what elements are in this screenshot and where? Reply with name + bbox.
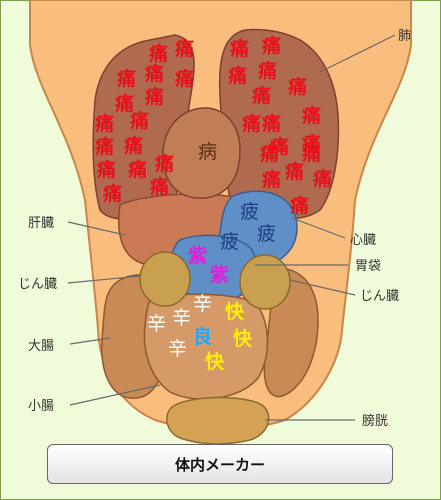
lung-left-char: 痛	[95, 112, 114, 135]
lung-right-char: 痛	[252, 84, 271, 107]
lung-right-char: 痛	[260, 142, 279, 165]
leader-kidney-left	[67, 275, 141, 284]
intestine-char: 良	[193, 325, 212, 348]
lung-left-char: 痛	[95, 135, 114, 158]
lung-right-char: 痛	[242, 112, 261, 135]
label-lung: 肺	[398, 29, 411, 44]
intestine-char: 辛	[168, 338, 187, 360]
lung-right-char: 痛	[302, 132, 321, 155]
lung-right-char: 痛	[262, 34, 281, 57]
lung-left-char: 痛	[145, 62, 164, 85]
lung-right-char: 痛	[288, 75, 307, 98]
lung-left-char: 痛	[145, 85, 164, 108]
intestine-char: 辛	[193, 293, 212, 315]
lung-right-char: 痛	[270, 135, 289, 158]
leader-lung	[319, 34, 396, 73]
lung-right-char: 痛	[258, 59, 277, 82]
heart-char: 疲	[240, 201, 259, 223]
right-kidney	[239, 254, 291, 310]
lung-right-char: 痛	[262, 168, 281, 191]
lung-right-char: 痛	[302, 104, 321, 127]
label-small-intestine: 小腸	[28, 399, 54, 414]
label-liver: 肝臓	[28, 216, 54, 231]
bladder	[166, 396, 270, 445]
stomach-char: 紫	[210, 264, 229, 286]
left-kidney	[139, 251, 191, 307]
intestine-char: 快	[225, 300, 245, 323]
label-kidney-right: じん臓	[360, 289, 399, 304]
lung-right-char: 痛	[230, 37, 249, 60]
lung-right-char: 痛	[313, 167, 332, 190]
heart-char: 疲	[257, 223, 276, 245]
leader-kidney-right	[289, 279, 356, 296]
lung-left-char: 痛	[149, 42, 168, 65]
lung-left-char: 痛	[175, 37, 194, 60]
center-char: 病	[198, 141, 217, 163]
stomach-char: 紫	[188, 245, 207, 267]
lung-left-char: 痛	[150, 175, 169, 198]
leader-liver	[67, 221, 126, 236]
lung-right-char: 痛	[228, 64, 247, 87]
leader-small-intestine	[69, 384, 161, 406]
intestine-char: 快	[233, 327, 253, 350]
lung-left-char: 痛	[155, 152, 174, 175]
label-bladder: 膀胱	[362, 413, 388, 429]
page-title: 体内メーカー	[174, 455, 265, 474]
lung-left-char: 痛	[128, 158, 147, 181]
leader-large-intestine	[69, 337, 111, 345]
label-large-intestine: 大腸	[28, 339, 54, 354]
leader-heart	[291, 217, 346, 239]
intestine-char: 辛	[172, 307, 191, 329]
intestine-char: 辛	[147, 313, 166, 335]
title-box: 体内メーカー	[47, 444, 393, 484]
lung-right-char: 痛	[285, 160, 304, 183]
lung-right-char: 痛	[290, 194, 309, 217]
lung-left-char: 痛	[103, 182, 122, 205]
lung-left-char: 痛	[115, 92, 134, 115]
right-lung	[218, 28, 340, 220]
intestine-char: 快	[205, 350, 225, 373]
label-heart: 心臓	[350, 233, 376, 248]
center-organ	[162, 107, 241, 199]
lung-left-char: 痛	[117, 67, 136, 90]
small-intestine	[143, 293, 269, 400]
lung-left-char: 痛	[124, 134, 143, 157]
lung-right-char: 痛	[262, 112, 281, 135]
lung-left-char: 痛	[130, 109, 149, 132]
label-kidney-left: じん臓	[18, 277, 57, 292]
heart-char: 疲	[220, 231, 239, 253]
lung-left-char: 痛	[175, 67, 194, 90]
lung-right-char: 痛	[302, 142, 321, 165]
label-stomach: 胃袋	[355, 259, 381, 274]
lung-left-char: 痛	[97, 158, 116, 181]
